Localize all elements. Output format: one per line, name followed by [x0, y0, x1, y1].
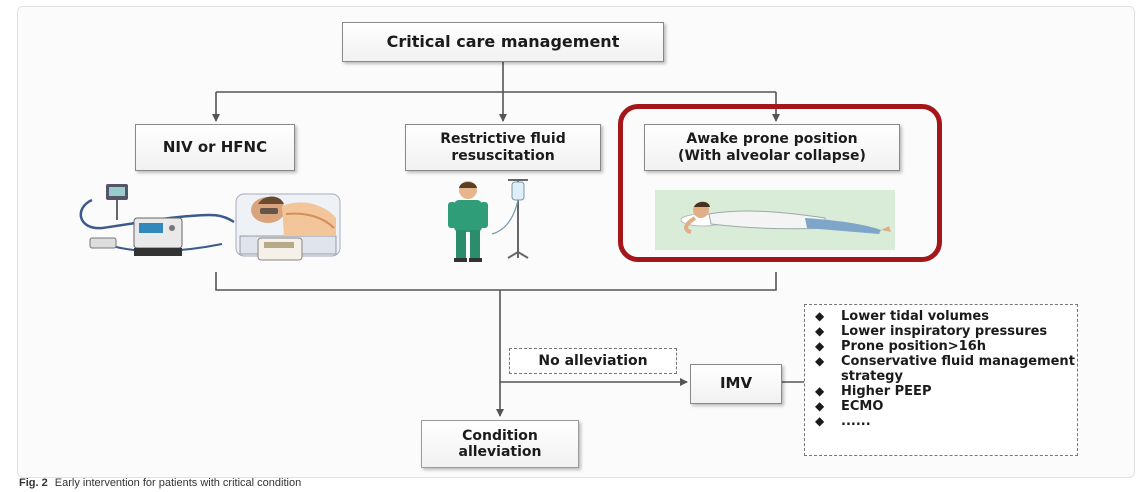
no-alleviation-label: No alleviation [509, 348, 677, 374]
node-label-line: Restrictive fluid [440, 131, 566, 148]
node-restrictive-fluid: Restrictive fluid resuscitation [405, 124, 601, 171]
node-label-line: alleviation [458, 444, 542, 460]
measure-item: ECMO [815, 399, 1077, 414]
node-label: IMV [719, 374, 753, 393]
measure-item: Lower inspiratory pressures [815, 324, 1077, 339]
caption-text: Early intervention for patients with cri… [54, 477, 302, 489]
niv-hfnc-illustration [79, 184, 341, 261]
node-label-line: Condition [462, 427, 538, 444]
node-label-line: (With alveolar collapse) [678, 147, 866, 164]
merge-bracket [215, 272, 777, 291]
caption-label: Fig. 2 [19, 477, 48, 489]
node-label: Critical care management [386, 31, 620, 51]
imv-measures-box: Lower tidal volumes Lower inspiratory pr… [804, 304, 1078, 456]
node-condition-alleviation: Condition alleviation [421, 420, 579, 468]
measure-item: ...... [815, 414, 1077, 429]
imv-measures-list: Lower tidal volumes Lower inspiratory pr… [805, 305, 1077, 429]
node-imv: IMV [690, 364, 782, 404]
measure-item: Prone position>16h [815, 339, 1077, 354]
no-alleviation-text: No alleviation [538, 353, 648, 369]
highlight-frame [618, 104, 942, 262]
node-label: NIV or HFNC [162, 137, 268, 156]
measure-item: Higher PEEP [815, 384, 1077, 399]
node-critical-care-management: Critical care management [342, 22, 664, 62]
measure-item: Lower tidal volumes [815, 309, 1077, 324]
node-label-line: Awake prone position [686, 131, 858, 148]
measure-item: Conservative fluid management strategy [815, 354, 1077, 384]
fluid-resuscitation-illustration [448, 179, 529, 262]
node-label-line: resuscitation [451, 147, 555, 164]
figure-caption: Fig. 2 Early intervention for patients w… [19, 477, 301, 489]
node-awake-prone: Awake prone position (With alveolar coll… [644, 124, 900, 171]
prone-position-illustration [655, 190, 895, 250]
node-niv-hfnc: NIV or HFNC [135, 124, 295, 171]
